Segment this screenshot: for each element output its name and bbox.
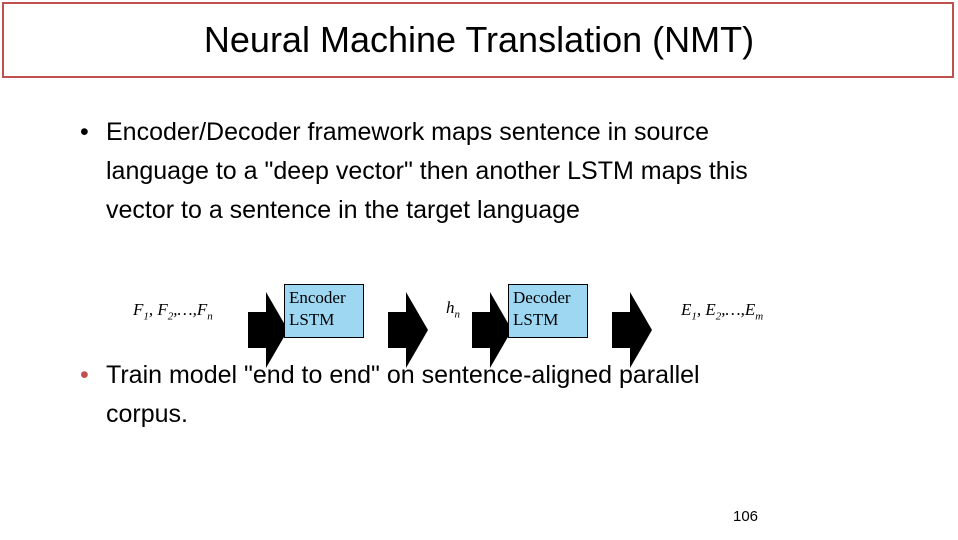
bullet-text: Train model "end to end" on sentence-ali… [106,356,700,434]
target-token: E [705,300,716,319]
box-label: LSTM [513,310,559,329]
box-label: Encoder [289,288,346,307]
bullet-marker: • [80,118,89,146]
separator: , [148,300,158,319]
hidden-token: h [446,298,455,317]
bullet-line: corpus. [106,400,188,428]
token-subscript: 2 [167,310,174,323]
title-box [2,2,954,78]
source-token: F [133,300,144,319]
slide-title: Neural Machine Translation (NMT) [203,19,755,60]
bullet-1: • Encoder/Decoder framework maps sentenc… [80,113,880,233]
arrow-right-icon [248,292,288,368]
bullet-marker: • [80,361,89,389]
source-token: F [157,300,168,319]
bullet-line: Encoder/Decoder framework maps sentence … [106,118,710,146]
bullet-text: Encoder/Decoder framework maps sentence … [106,113,748,230]
ellipsis: ,…, [173,300,197,319]
decoder-lstm-box: Decoder LSTM [508,284,588,338]
bullet-line: Train model "end to end" on sentence-ali… [106,361,700,389]
bullet-2: • Train model "end to end" on sentence-a… [80,356,880,436]
token-subscript: m [755,310,764,323]
separator: , [696,300,706,319]
token-subscript: n [207,310,213,323]
token-subscript: 2 [715,310,722,323]
target-sequence: E1, E2,…,Em [681,300,763,322]
target-token: E [681,300,692,319]
arrow-right-icon [388,292,428,368]
arrow-right-icon [472,292,512,368]
arrow-right-icon [612,292,652,368]
hidden-vector: hn [446,298,460,320]
encoder-lstm-box: Encoder LSTM [284,284,364,338]
ellipsis: ,…, [721,300,745,319]
bullet-line: language to a "deep vector" then another… [106,157,748,185]
target-token: E [744,300,756,319]
source-token: F [196,300,208,319]
page-number: 106 [733,508,759,525]
token-subscript: 1 [143,310,149,323]
token-subscript: n [454,308,461,321]
token-subscript: 1 [691,310,697,323]
bullet-line: vector to a sentence in the target langu… [106,196,580,224]
source-sequence: F1, F2,…,Fn [133,300,213,322]
box-label: Decoder [513,288,571,307]
box-label: LSTM [289,310,335,329]
